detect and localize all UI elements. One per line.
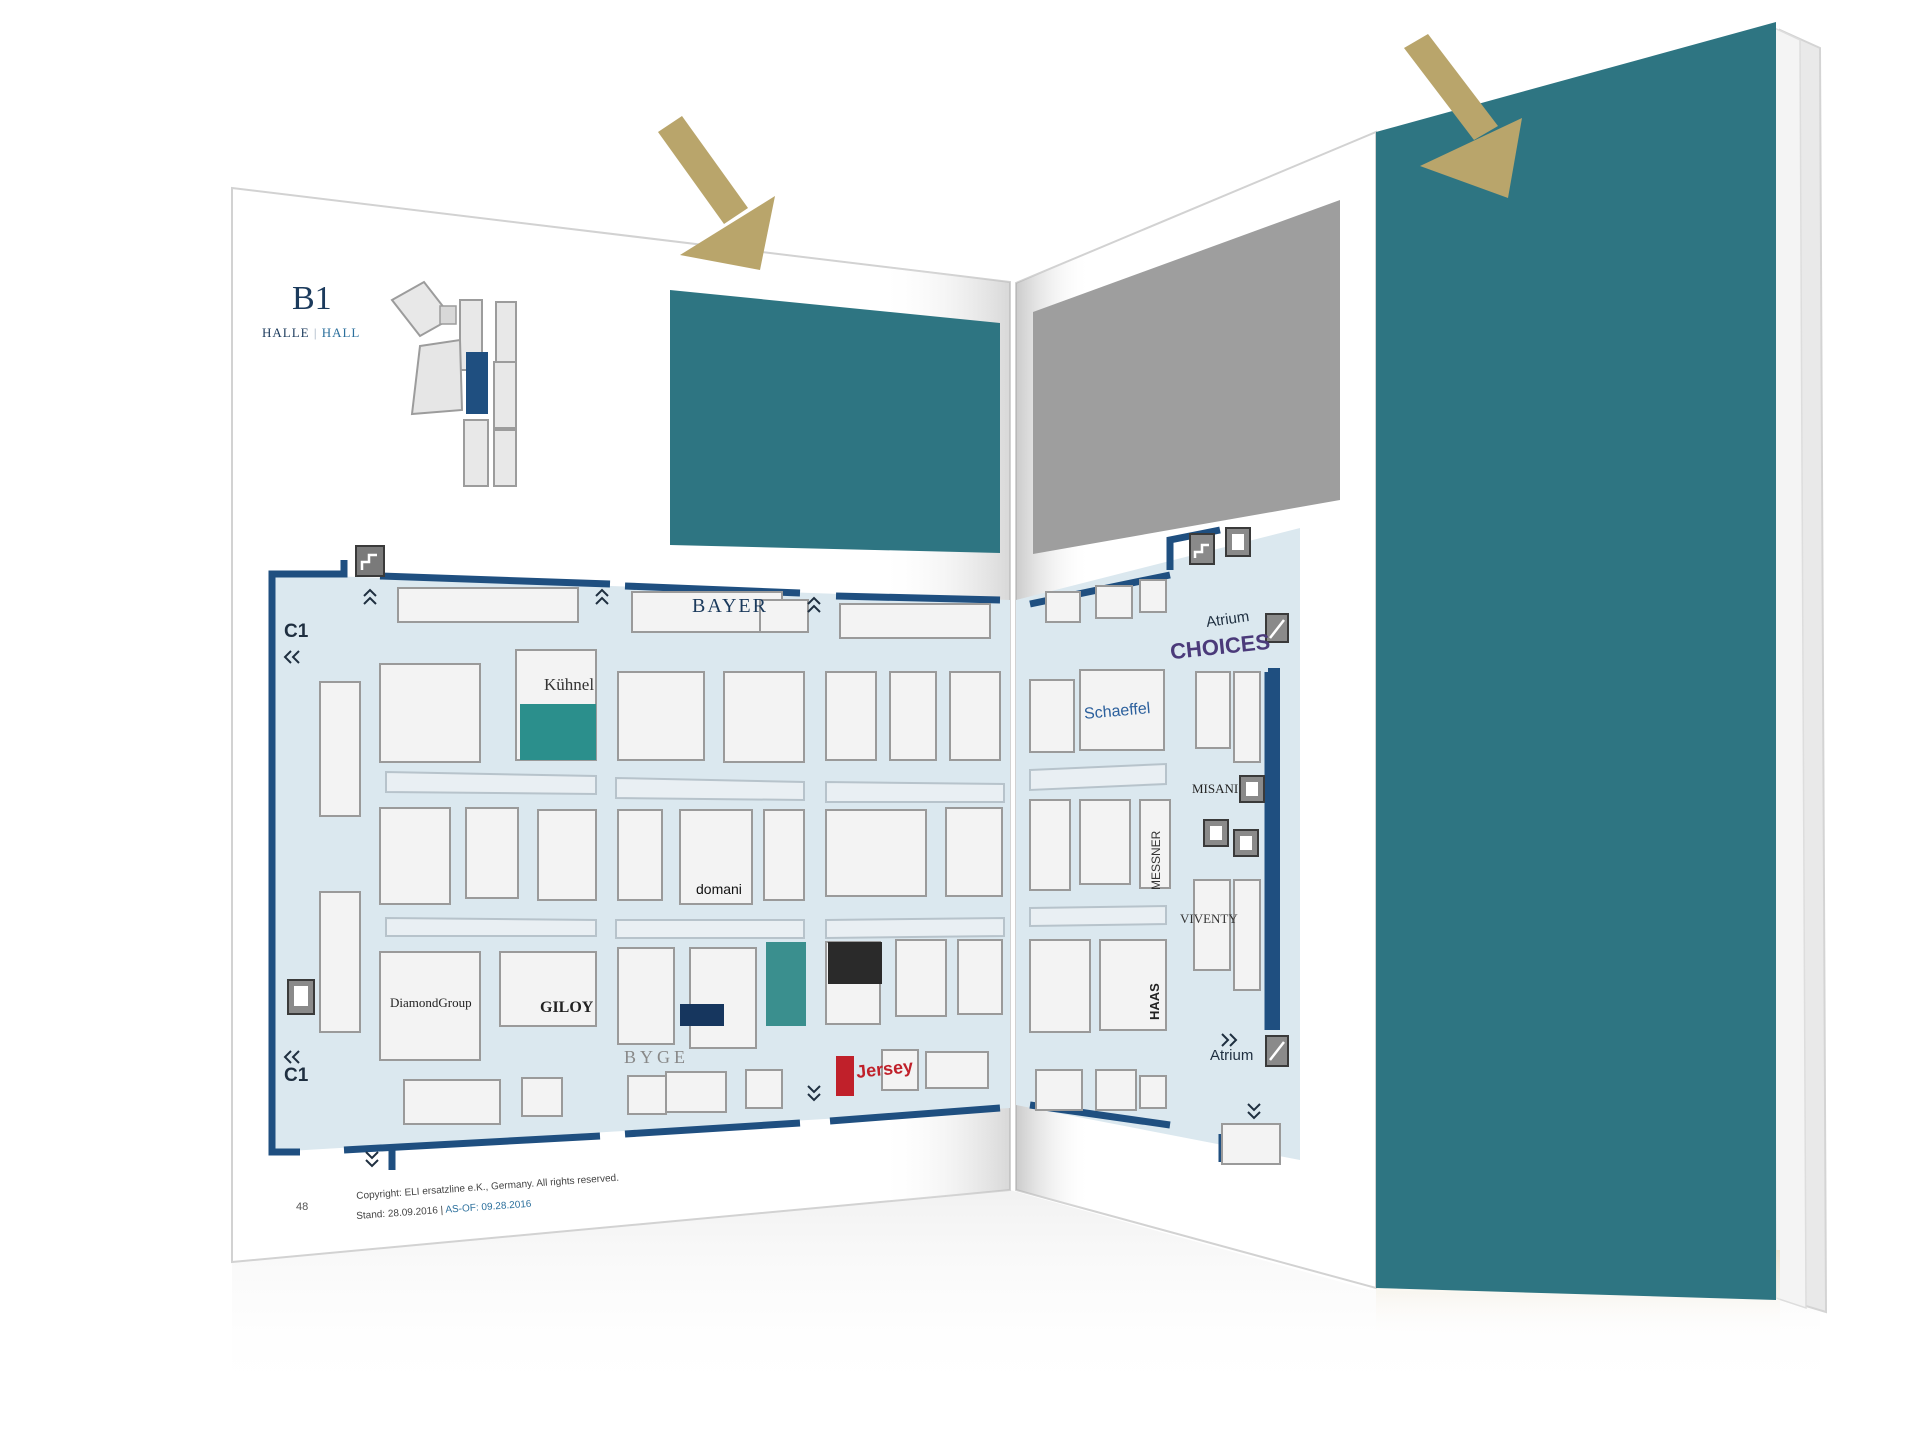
entrance-c1-top: C1 (284, 621, 309, 642)
booth (881, 1049, 919, 1091)
booth (889, 671, 937, 761)
teal-ad-block (670, 290, 1000, 553)
aisles-left (385, 770, 1005, 940)
booth (537, 809, 597, 901)
booth (617, 947, 675, 1045)
booth (319, 681, 361, 817)
hall-overview-minimap (390, 280, 517, 487)
booth (839, 603, 991, 639)
floor-reflection (232, 1190, 1820, 1400)
booth (949, 671, 1001, 761)
booth-strip-right (1268, 668, 1280, 1030)
booth (679, 809, 753, 905)
booth (925, 1051, 989, 1089)
hall-label-de: HALLE (262, 325, 310, 340)
booth-red-jersey (836, 1056, 854, 1096)
booth (825, 809, 927, 897)
booth (1139, 799, 1171, 889)
booth (1139, 579, 1167, 613)
booth (1079, 799, 1131, 885)
booth (379, 807, 451, 905)
escalator-icon (1265, 1035, 1289, 1067)
booth (1095, 1069, 1137, 1111)
exhibitor-domani: domani (696, 881, 742, 897)
booth (1095, 585, 1133, 619)
exhibitor-vivienti: VIVENTY (1180, 911, 1238, 926)
hall-walls-left (268, 560, 1001, 1170)
footer-page-number: 48 (296, 1201, 309, 1213)
booth (665, 1071, 727, 1113)
booth (1195, 671, 1231, 749)
stairs-icon (1189, 533, 1215, 565)
gray-ad-block (1033, 200, 1340, 554)
teal-flap-panel (1376, 22, 1776, 1300)
booth-teal-kuhnel (520, 704, 596, 760)
booth (763, 809, 805, 901)
entrance-atrium-bottom: Atrium (1210, 1047, 1254, 1064)
elevator-icon (1239, 775, 1265, 803)
booth-teal-small (766, 942, 806, 1026)
booth (1029, 939, 1091, 1033)
booth (1221, 1123, 1281, 1165)
exhibitor-misani: MISANI (1192, 781, 1239, 796)
arrow-down-right-icon (1404, 34, 1522, 198)
booth (895, 939, 947, 1017)
booth-blue-dark (680, 1004, 724, 1026)
booth (689, 947, 757, 1049)
exhibitor-giloy: GILOY (540, 999, 594, 1016)
booth (627, 1075, 667, 1115)
escalator-icon (1265, 613, 1289, 643)
hall-code: B1 (292, 280, 332, 317)
booth (631, 591, 783, 633)
booth (957, 939, 1003, 1015)
exhibitor-kuhnel: Kühnel (544, 675, 595, 694)
booth (1045, 591, 1081, 623)
hall-label-separator: | (309, 325, 322, 340)
booth (1029, 679, 1075, 753)
elevator-icon (1233, 829, 1259, 857)
arrow-down-right-icon (658, 116, 775, 270)
hall-label-en: HALL (321, 325, 361, 340)
booth (1079, 669, 1165, 751)
booth (945, 807, 1003, 897)
booth (759, 599, 809, 633)
booth (617, 671, 705, 761)
booth (465, 807, 519, 899)
exhibitor-diamond-group: DiamondGroup (390, 995, 472, 1010)
elevator-icon (1203, 819, 1229, 847)
booth (1233, 671, 1261, 763)
stairs-icon (355, 545, 385, 577)
booth (1029, 799, 1071, 891)
booth (319, 891, 361, 1033)
booth (403, 1079, 501, 1125)
booth (745, 1069, 783, 1109)
exhibitor-bayer: BAYER (692, 595, 768, 617)
booth (825, 671, 877, 761)
elevator-icon (1225, 527, 1251, 557)
booth (397, 587, 579, 623)
booth (499, 951, 597, 1027)
booth (617, 809, 663, 901)
entrance-c1-bottom: C1 (284, 1065, 309, 1086)
exhibitor-byge: BYGE (624, 1047, 689, 1067)
hall-label: HALLE | HALL (262, 326, 360, 339)
exhibitor-messner: MESSNER (1149, 830, 1163, 890)
elevator-icon (287, 979, 315, 1015)
chevron-markers (283, 588, 1261, 1168)
booth (1035, 1069, 1083, 1111)
booth-dark-small (828, 942, 882, 984)
aisles-right (1029, 762, 1167, 928)
booths-right (1029, 579, 1281, 1165)
booth (1193, 879, 1231, 971)
booth (1139, 1075, 1167, 1109)
booth (379, 663, 481, 763)
booth (1099, 939, 1167, 1031)
booth (521, 1077, 563, 1117)
booth (723, 671, 805, 763)
booth (379, 951, 481, 1061)
exhibitor-haas: HAAS (1147, 983, 1162, 1020)
booth (1233, 879, 1261, 991)
